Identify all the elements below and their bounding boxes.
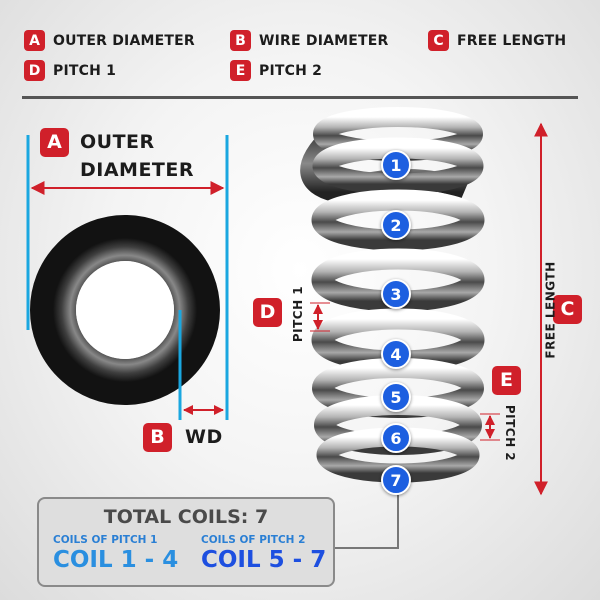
coil-number-1: 1 — [381, 150, 411, 180]
legend-label: OUTER DIAMETER — [53, 32, 195, 49]
legend-badge: D — [24, 60, 45, 81]
total-coils-title: TOTAL COILS: 7 — [103, 506, 269, 528]
coil-number-2: 2 — [381, 210, 411, 240]
legend-item-a: A OUTER DIAMETER — [24, 30, 195, 51]
legend-label: WIRE DIAMETER — [259, 32, 389, 49]
coil-number-5: 5 — [381, 382, 411, 412]
legend-label: PITCH 2 — [259, 62, 323, 79]
legend-item-b: B WIRE DIAMETER — [230, 30, 389, 51]
legend-badge: B — [230, 30, 251, 51]
pitch2-coils-value: COIL 5 - 7 — [201, 547, 327, 573]
total-coils-summary: TOTAL COILS: 7 COILS OF PITCH 1 COIL 1 -… — [37, 497, 335, 587]
legend-badge: A — [24, 30, 45, 51]
legend-item-c: C FREE LENGTH — [428, 30, 566, 51]
free-length-label: FREE LENGTH — [543, 261, 558, 359]
pitch1-coils-value: COIL 1 - 4 — [53, 547, 179, 573]
free-length-badge: C — [553, 295, 582, 324]
legend-label: FREE LENGTH — [457, 32, 567, 49]
wire-diameter-badge: B — [143, 423, 172, 452]
legend-item-d: D PITCH 1 — [24, 60, 116, 81]
coil-number-6: 6 — [381, 423, 411, 453]
coil-number-4: 4 — [381, 339, 411, 369]
legend-item-e: E PITCH 2 — [230, 60, 322, 81]
legend-label: PITCH 1 — [53, 62, 117, 79]
wire-diameter-label: WD — [185, 426, 223, 448]
outer-diameter-label-line1: OUTER — [80, 131, 155, 153]
coil-number-7: 7 — [381, 465, 411, 495]
pitch2-coils-heading: COILS OF PITCH 2 — [201, 534, 306, 546]
spring-ring-image — [30, 215, 220, 405]
pitch2-label: PITCH 2 — [503, 404, 518, 462]
outer-diameter-label-line2: DIAMETER — [80, 159, 195, 181]
pitch1-badge: D — [253, 298, 282, 327]
legend-badge: C — [428, 30, 449, 51]
pitch1-coils-heading: COILS OF PITCH 1 — [53, 534, 158, 546]
coil-number-3: 3 — [381, 279, 411, 309]
outer-diameter-badge: A — [40, 128, 69, 157]
legend-badge: E — [230, 60, 251, 81]
pitch1-label: PITCH 1 — [291, 285, 306, 343]
header-divider — [22, 96, 578, 99]
pitch2-badge: E — [492, 366, 521, 395]
summary-connector — [335, 495, 399, 549]
